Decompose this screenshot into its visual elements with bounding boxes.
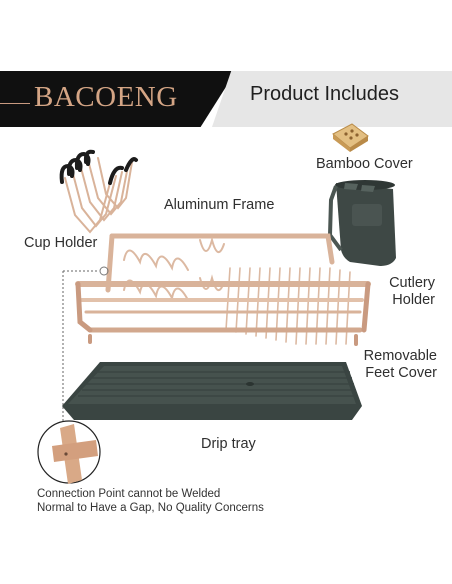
- label-feet-cover-line2: Feet Cover: [365, 365, 437, 381]
- cutlery-holder-image: [327, 180, 396, 266]
- note-line-1: Connection Point cannot be Welded: [37, 488, 221, 500]
- label-cutlery-line2: Holder: [392, 292, 435, 308]
- connection-point-detail: [37, 420, 101, 484]
- label-drip-tray: Drip tray: [201, 436, 256, 452]
- brand-accent-line: [0, 103, 30, 104]
- dish-rack-image: [75, 233, 371, 346]
- label-cutlery-holder: Cutlery Holder: [372, 275, 435, 309]
- label-bamboo-cover: Bamboo Cover: [316, 156, 413, 172]
- header-dark-panel: [0, 71, 236, 127]
- header-banner: BACOENG Product Includes: [0, 71, 452, 127]
- label-cutlery-line1: Cutlery: [389, 275, 435, 291]
- bamboo-cover-image: [332, 123, 369, 152]
- brand-name: BACOENG: [34, 81, 178, 113]
- cup-holder-image: [59, 149, 138, 234]
- label-feet-cover: Removable Feet Cover: [350, 348, 437, 382]
- label-aluminum-frame: Aluminum Frame: [164, 197, 275, 213]
- page-title: Product Includes: [250, 83, 399, 105]
- label-cup-holder: Cup Holder: [24, 235, 98, 251]
- drip-tray-image: [62, 362, 362, 420]
- label-feet-cover-line1: Removable: [363, 348, 437, 364]
- header-light-panel: [212, 71, 452, 127]
- note-line-2: Normal to Have a Gap, No Quality Concern…: [37, 502, 264, 514]
